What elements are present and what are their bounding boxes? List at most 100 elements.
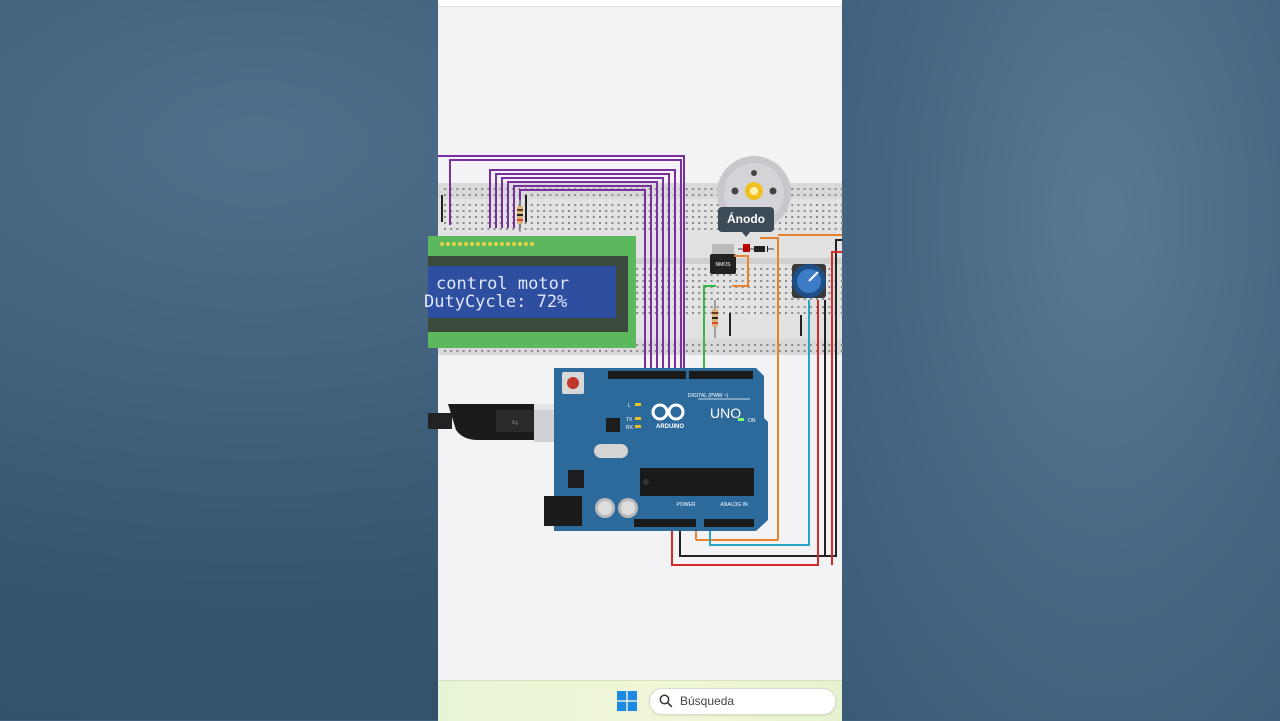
breadboard-hole: [630, 350, 632, 352]
resistor-2[interactable]: [712, 300, 718, 338]
breadboard-hole: [648, 228, 651, 230]
tooltip-label: Ánodo: [727, 211, 765, 226]
breadboard-hole: [530, 216, 533, 218]
breadboard-hole: [654, 194, 657, 196]
breadboard-hole: [803, 216, 806, 218]
breadboard-hole: [698, 298, 701, 300]
breadboard-hole: [524, 350, 527, 352]
lcd-line-2: DutyCycle: 72%: [424, 292, 567, 312]
breadboard-hole: [487, 188, 490, 190]
breadboard-hole: [499, 222, 502, 224]
breadboard-hole: [636, 298, 639, 300]
windows-start-icon[interactable]: [617, 691, 637, 711]
breadboard-hole: [586, 194, 589, 196]
resistor-1[interactable]: [517, 200, 523, 232]
breadboard-hole: [642, 344, 645, 346]
breadboard-hole: [766, 298, 769, 300]
breadboard-hole: [828, 312, 831, 314]
breadboard-hole: [803, 194, 806, 196]
breadboard-hole: [704, 188, 707, 190]
breadboard-hole: [580, 216, 583, 218]
breadboard-hole: [450, 210, 453, 212]
breadboard-hole: [828, 350, 831, 352]
cyan-wire[interactable]: [709, 300, 810, 546]
breadboard-hole: [729, 344, 732, 346]
nmos-transistor[interactable]: NMOS: [710, 244, 736, 274]
breadboard-hole: [481, 188, 484, 190]
breadboard-hole: [840, 306, 843, 308]
lcd-display[interactable]: control motor DutyCycle: 72%: [424, 236, 636, 348]
breadboard-hole: [778, 268, 781, 270]
breadboard-hole: [580, 350, 583, 352]
breadboard-hole: [506, 228, 508, 230]
breadboard-hole: [537, 210, 539, 212]
breadboard-hole: [803, 306, 806, 308]
red-wire[interactable]: [671, 300, 819, 566]
breadboard-hole: [716, 280, 719, 282]
breadboard-hole: [698, 292, 701, 294]
breadboard-hole: [729, 274, 732, 276]
breadboard-hole: [735, 350, 738, 352]
breadboard-hole: [723, 312, 725, 314]
breadboard-hole: [840, 274, 843, 276]
breadboard-hole: [537, 194, 539, 196]
lcd-line-1: control motor: [436, 274, 569, 294]
breadboard-hole: [537, 222, 539, 224]
green-wire[interactable]: [703, 285, 716, 378]
breadboard-hole: [611, 194, 614, 196]
breadboard-hole: [599, 222, 601, 224]
breadboard-hole: [506, 350, 508, 352]
breadboard-hole: [561, 228, 564, 230]
lcd-pin: [482, 242, 486, 246]
breadboard-hole: [735, 274, 738, 276]
breadboard-hole: [580, 210, 583, 212]
breadboard-hole: [778, 228, 781, 230]
breadboard-hole: [778, 222, 781, 224]
breadboard-hole: [468, 216, 471, 218]
breadboard-hole: [456, 350, 459, 352]
breadboard-hole: [561, 350, 564, 352]
breadboard-hole: [648, 280, 651, 282]
breadboard-hole: [710, 222, 713, 224]
potentiometer[interactable]: [792, 264, 826, 298]
breadboard-hole: [710, 188, 713, 190]
lcd-data-wires[interactable]: [438, 155, 685, 378]
breadboard-hole: [617, 194, 620, 196]
black-wires[interactable]: [679, 239, 842, 557]
breadboard-hole: [636, 210, 639, 212]
breadboard-hole: [803, 344, 806, 346]
breadboard-hole: [797, 306, 800, 308]
breadboard-hole: [797, 210, 800, 212]
taskbar-search-input[interactable]: Búsqueda: [649, 688, 836, 715]
breadboard-hole: [623, 228, 626, 230]
lcd-pin: [476, 242, 480, 246]
orange-wires[interactable]: [695, 234, 842, 541]
breadboard-hole: [704, 344, 707, 346]
breadboard-hole: [648, 350, 651, 352]
breadboard-hole: [809, 216, 812, 218]
breadboard-hole: [760, 268, 763, 270]
breadboard-hole: [642, 306, 645, 308]
breadboard-hole: [791, 188, 794, 190]
lcd-pin: [458, 242, 462, 246]
breadboard-hole: [729, 306, 732, 308]
breadboard-hole: [568, 194, 570, 196]
circuit-canvas[interactable]: control motor DutyCycle: 72%: [424, 0, 843, 680]
breadboard-hole: [586, 350, 589, 352]
breadboard-hole: [772, 306, 775, 308]
breadboard-hole: [636, 286, 639, 288]
arduino-uno-board[interactable]: ARDUINO UNO DIGITAL (PWM ~) POWER ANALOG…: [544, 368, 768, 531]
breadboard-hole: [636, 194, 639, 196]
lcd-pin: [488, 242, 492, 246]
breadboard-hole: [772, 292, 775, 294]
breadboard-hole: [785, 216, 787, 218]
breadboard-hole: [543, 210, 546, 212]
breadboard-hole: [772, 286, 775, 288]
red-supply-wire[interactable]: [831, 251, 842, 565]
breadboard-hole: [592, 194, 595, 196]
breadboard-hole: [462, 222, 465, 224]
breadboard-hole: [797, 298, 800, 300]
diode[interactable]: [738, 244, 774, 252]
breadboard-hole: [493, 216, 496, 218]
breadboard-hole: [710, 216, 713, 218]
